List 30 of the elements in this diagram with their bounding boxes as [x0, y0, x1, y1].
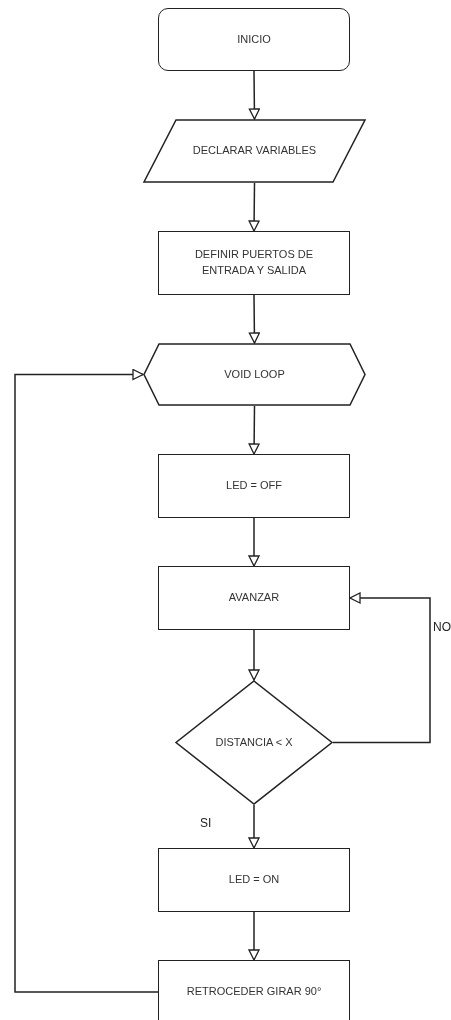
node-label: INICIO [236, 31, 272, 47]
node-label: LED = ON [227, 872, 281, 888]
edge-label: SI [199, 816, 213, 830]
flow-arrow [248, 517, 260, 567]
node-label: LED = OFF [225, 478, 283, 494]
flow-arrow [248, 294, 261, 344]
decision-diamond [175, 680, 333, 805]
node-label: DISTANCIA < X [214, 734, 294, 750]
edge-label: NO [432, 620, 451, 634]
node-label: RETROCEDER GIRAR 90° [185, 984, 323, 1000]
flow-arrow [248, 182, 260, 232]
process-box [158, 960, 350, 1020]
loop-hexagon [143, 343, 366, 406]
node-label: DEFINIR PUERTOS DE ENTRADA Y SALIDA [193, 247, 315, 278]
flow-arrow [248, 804, 260, 849]
node-label: VOID LOOP [223, 366, 286, 382]
input-parallelogram [143, 119, 366, 183]
process-box [158, 231, 350, 295]
flow-arrow [248, 629, 260, 681]
node-label: AVANZAR [227, 590, 281, 606]
process-box [158, 566, 350, 630]
flow-arrow [332, 592, 431, 744]
flow-arrow [248, 911, 260, 961]
node-label: DECLARAR VARIABLES [191, 143, 318, 159]
flow-arrow [248, 70, 261, 120]
process-box [158, 848, 350, 912]
flow-arrow [248, 405, 260, 455]
process-box [158, 454, 350, 518]
flow-arrow [14, 368, 159, 993]
terminal-box [158, 8, 350, 71]
